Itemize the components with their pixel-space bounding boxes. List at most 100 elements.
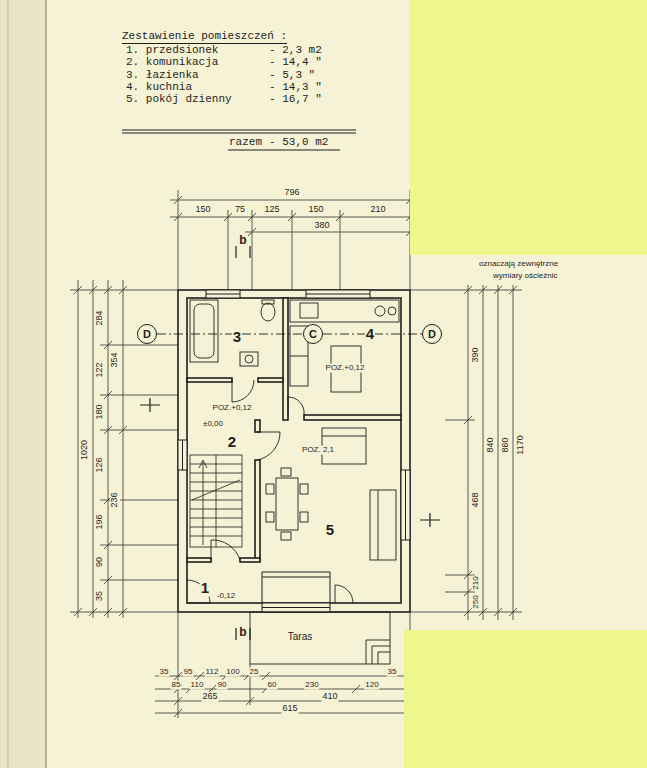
window-symbol [182, 440, 183, 470]
room-schedule-item: 2. komunikacja [125, 56, 219, 68]
dimension-lines [108, 280, 109, 618]
room-number: 4 [365, 326, 375, 343]
dimension-lines [100, 580, 178, 581]
dimension-label: 126 [95, 456, 105, 473]
room-number: 5 [325, 522, 335, 539]
dimension-lines [340, 210, 341, 290]
dimension-lines [174, 196, 414, 236]
dimension-lines [100, 430, 178, 431]
room-number: 1 [200, 580, 210, 597]
terrace-outline [366, 640, 390, 664]
door-swing [211, 540, 240, 560]
dimension-label: 150 [194, 205, 211, 215]
stair-treads [192, 480, 240, 500]
terrace-outline [250, 612, 390, 664]
door-swing [187, 580, 210, 603]
window-symbol [306, 294, 370, 295]
dimension-label: 120 [364, 681, 379, 690]
terrace-label: Taras [287, 631, 313, 642]
dimension-label: 25 [249, 668, 260, 677]
dimension-label: 196 [95, 513, 105, 530]
terrace-outline [250, 612, 390, 664]
window-symbol [262, 603, 330, 612]
door-swing [232, 380, 254, 402]
section-tick [140, 398, 440, 527]
section-line [157, 334, 303, 335]
bathroom-fixtures [261, 303, 275, 321]
wall-outline [187, 378, 232, 382]
dimension-lines [468, 285, 469, 620]
living-room-furniture [281, 468, 291, 476]
dimension-label: 210 [369, 205, 386, 215]
living-room-furniture [300, 512, 308, 522]
dimension-lines [170, 200, 418, 201]
room-schedule-item: - 53,0 m2 [268, 136, 329, 148]
section-marker-circle: D [137, 324, 157, 344]
dimension-label: 100 [225, 668, 240, 677]
dimension-lines [292, 210, 293, 290]
wall-outline [187, 558, 211, 562]
list-rule [122, 130, 356, 131]
stair-treads [190, 455, 242, 547]
living-room-furniture [266, 484, 274, 494]
wall-outline [255, 460, 260, 560]
window-symbol [178, 290, 410, 612]
dimension-label: 110 [190, 681, 205, 690]
kitchen-fittings [300, 303, 318, 318]
dimension-lines [483, 285, 484, 620]
dimension-label: 90 [217, 681, 228, 690]
dimension-lines [123, 280, 124, 618]
door-swing [288, 397, 304, 415]
room-schedule-item: - 14,4 " [268, 56, 323, 68]
page-binding [45, 0, 46, 768]
window-symbol [262, 577, 330, 578]
sticky-note [404, 630, 647, 768]
dimension-lines [445, 575, 475, 576]
window-symbol [405, 470, 406, 540]
level-mark: POZ.+0,12 [325, 364, 366, 373]
dimension-lines [245, 232, 418, 233]
dimension-lines [445, 420, 475, 421]
dimension-lines [70, 612, 178, 613]
note-text: wymiary ościeżnic [492, 272, 558, 281]
living-room-furniture [266, 428, 396, 560]
sticky-note [410, 0, 647, 255]
room-schedule-item: - 2,3 m2 [268, 44, 323, 56]
wall-outline [178, 290, 410, 612]
page-binding [8, 0, 9, 768]
kitchen-fittings [290, 300, 399, 322]
dimension-label: 122 [95, 361, 105, 378]
window-symbol [306, 290, 370, 298]
window-symbol [401, 470, 410, 540]
dimension-label: 90 [95, 556, 105, 568]
bathroom-fixtures [240, 352, 258, 366]
dimension-label: 380 [313, 221, 330, 231]
room-schedule-item: razem [228, 136, 263, 148]
dimension-label: 410 [321, 692, 338, 702]
stair-treads [216, 455, 217, 547]
wall-outline [240, 558, 260, 562]
schedule-title: Zestawienie pomieszczeń : [122, 30, 287, 44]
dimension-label: 35 [95, 590, 105, 602]
dimension-label: 180 [95, 403, 105, 420]
dimension-label: 468 [471, 491, 481, 508]
sticky-note [404, 0, 647, 768]
kitchen-fittings [290, 300, 399, 392]
list-rule [122, 133, 356, 134]
living-room-furniture [378, 490, 379, 560]
wall-outline [187, 298, 401, 603]
section-tick [236, 246, 250, 640]
dimension-label: 60 [267, 681, 278, 690]
dimension-lines [93, 280, 94, 618]
dimension-label: 210 [472, 575, 481, 590]
note-text: oznaczają zewnętrzne [478, 260, 559, 269]
bathroom-fixtures [194, 304, 214, 358]
door-swing [257, 432, 280, 460]
living-room-furniture [300, 484, 308, 494]
stair-treads [190, 455, 242, 547]
dimension-lines [174, 672, 414, 717]
dimension-lines [70, 290, 178, 291]
level-mark: ±0,00 [202, 420, 224, 429]
